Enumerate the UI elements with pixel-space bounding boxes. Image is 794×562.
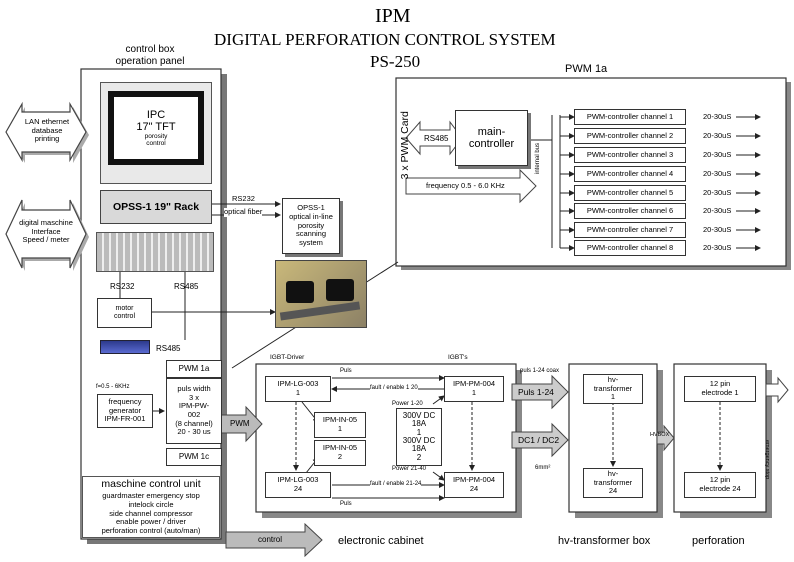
pwm-channel-8: PWM-controller channel 8 <box>574 240 686 256</box>
igbt-driver-label: IGBT-Driver <box>270 354 305 361</box>
puls-coax-label: puls 1-24 coax <box>520 368 560 374</box>
dc-supply-box: 300V DC 18A 1 300V DC 18A 2 <box>396 408 442 466</box>
puls-label-top: Puls <box>340 368 352 374</box>
wire-label: 6mm² <box>535 465 551 471</box>
perforation-title: perforation <box>692 535 745 547</box>
monitor-line2: 17" TFT <box>136 121 176 133</box>
machine-control-unit: maschine control unit guardmaster emerge… <box>82 476 220 538</box>
frequency-generator: frequency generator IPM-FR-001 <box>97 394 153 428</box>
power-label-bot: Power 21-40 <box>392 466 427 472</box>
rs485-card-label: RS485 <box>156 344 181 353</box>
lan-label: LAN ethernet database printing <box>24 117 70 144</box>
pm-004-24: IPM-PM-004 24 <box>444 472 504 498</box>
interface-card-image <box>100 340 150 354</box>
lg-003-1: IPM-LG-003 1 <box>265 376 331 402</box>
emergency-stop-label: emergency stop <box>764 440 770 480</box>
igbts-label: IGBT's <box>448 354 468 361</box>
electrode-1: 12 pin electrode 1 <box>684 376 756 402</box>
pwm-channel-7: PWM-controller channel 7 <box>574 222 686 238</box>
pwm-output-8: 20-30uS <box>703 243 732 253</box>
dc-arrow-label: DC1 / DC2 <box>518 435 560 445</box>
lg-003-24: IPM-LG-003 24 <box>265 472 331 498</box>
ctrl-rs232-label: RS232 <box>110 282 135 291</box>
frequency-label: frequency 0.5 - 6.0 KHz <box>426 181 505 190</box>
pwm1a-rs485-label: RS485 <box>424 134 449 143</box>
pwm-output-5: 20-30uS <box>703 188 732 198</box>
pwm-output-6: 20-30uS <box>703 206 732 216</box>
electronic-cabinet-title: electronic cabinet <box>338 535 424 547</box>
puls-arrow-label: Puls 1-24 <box>518 387 554 397</box>
keyboard <box>96 232 214 272</box>
title-model: PS-250 <box>370 52 421 71</box>
title-company: IPM <box>375 5 411 27</box>
electrode-24: 12 pin electrode 24 <box>684 472 756 498</box>
ipc-monitor: IPC 17" TFT porosity control <box>100 82 212 184</box>
hv-box-title: hv-transformer box <box>558 535 651 547</box>
pwm-stack-top: PWM 1a <box>166 360 222 378</box>
fault-label-top: fault / enable 1 20 <box>370 385 418 392</box>
machine-unit-title: maschine control unit <box>101 478 201 491</box>
opss-rack: OPSS-1 19" Rack <box>100 190 212 224</box>
main-controller-box: main- controller <box>455 110 528 166</box>
in-05-1: IPM-IN-05 1 <box>314 412 366 438</box>
pwm-output-7: 20-30uS <box>703 225 732 235</box>
pwm-channel-1: PWM-controller channel 1 <box>574 109 686 125</box>
pwm-output-4: 20-30uS <box>703 169 732 179</box>
hv-transformer-24: hv- transformer 24 <box>583 468 643 498</box>
control-arrow-label: control <box>258 535 283 544</box>
pm-004-1: IPM-PM-004 1 <box>444 376 504 402</box>
hv-transformer-1: hv- transformer 1 <box>583 374 643 404</box>
monitor-line4: control <box>146 140 166 147</box>
ctrl-rs485-label: RS485 <box>174 282 199 291</box>
pwm-channel-5: PWM-controller channel 5 <box>574 185 686 201</box>
title-system: DIGITAL PERFORATION CONTROL SYSTEM <box>214 30 556 49</box>
hvbox-label: HVBOX <box>650 432 670 438</box>
digital-interface-label: digital maschine Interface Speed / meter <box>19 218 73 245</box>
in-05-2: IPM-IN-05 2 <box>314 440 366 466</box>
pwm-channel-4: PWM-controller channel 4 <box>574 166 686 182</box>
pwm-channel-3: PWM-controller channel 3 <box>574 147 686 163</box>
pwm-output-1: 20-30uS <box>703 112 732 122</box>
opss-scanning-box: OPSS-1 optical in-line porosity scanning… <box>282 198 340 254</box>
pwm1a-title: PWM 1a <box>565 63 608 75</box>
internal-bus-label: internal bus <box>535 142 541 174</box>
monitor-line1: IPC <box>146 109 166 121</box>
scanner-photo <box>275 260 367 328</box>
pwm-card-label: 3 x PWM Card <box>398 111 411 180</box>
monitor-line3: porosity <box>144 133 168 140</box>
pwm-stack-bottom: PWM 1c <box>166 448 222 466</box>
rack-label: OPSS-1 19" Rack <box>112 201 200 213</box>
freq-range-label: f=0.5 - 6KHz <box>96 384 130 390</box>
opss-rs232-label: RS232 <box>232 194 255 203</box>
lan-double-arrow <box>5 101 89 163</box>
pwm-channel-6: PWM-controller channel 6 <box>574 203 686 219</box>
pwm-stack-mid: puls width 3 x IPM-PW- 002 (8 channel) 2… <box>166 378 222 444</box>
pwm-channel-2: PWM-controller channel 2 <box>574 128 686 144</box>
pwm-arrow-label: PWM <box>230 419 250 428</box>
power-label-top: Power 1-20 <box>392 401 423 407</box>
motor-control-box: motor control <box>97 298 152 328</box>
opss-fiber-label: optical fiber <box>224 207 263 217</box>
control-box-label: control box operation panel <box>115 44 185 67</box>
pwm-output-3: 20-30uS <box>703 150 732 160</box>
pwm-output-2: 20-30uS <box>703 131 732 141</box>
fault-label-bot: fault / enable 21-24 <box>370 481 422 488</box>
digital-double-arrow <box>5 199 89 271</box>
puls-label-bot: Puls <box>340 501 352 507</box>
